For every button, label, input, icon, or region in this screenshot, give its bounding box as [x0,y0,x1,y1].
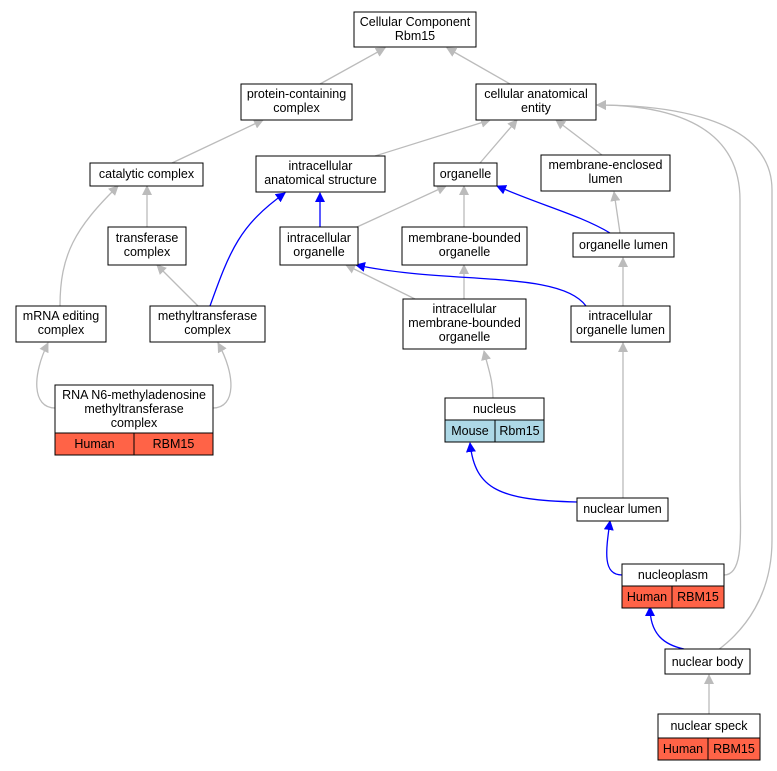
node-label: intracellular [289,159,353,173]
edge-organelle-lumen-to-membrane-lumen [610,191,621,234]
edges [36,47,773,714]
node-label: intracellular [287,231,351,245]
node-nuclear-speck[interactable]: nuclear speck Human RBM15 [657,713,761,761]
edge-organelle-to-entity [479,119,518,164]
edge-mrna-editing-to-catalytic [59,185,119,307]
node-label: cellular anatomical [484,87,588,101]
node-label: entity [521,101,552,115]
node-organelle-lumen[interactable]: organelle lumen [572,232,675,258]
node-label: nuclear lumen [583,502,662,516]
node-label: RNA N6-methyladenosine [62,388,206,402]
node-label: mRNA editing [23,309,99,323]
node-label: Rbm15 [395,29,435,43]
species-label: Human [74,437,114,451]
node-nucleus[interactable]: nucleus Mouse Rbm15 [444,397,545,443]
node-label: lumen [588,172,622,186]
node-label: nuclear speck [670,719,748,733]
edge-methyltransferase-to-structure [209,192,286,307]
gene-cell [707,737,761,761]
node-label: organelle [440,167,491,181]
edge-rna-n6-to-mrna-editing [36,342,56,409]
gene-label: Rbm15 [499,424,539,438]
node-label: transferase [116,231,179,245]
node-label: organelle [439,330,490,344]
node-label: intracellular [433,302,497,316]
edge-iol-to-intracellular-organelle [355,261,587,307]
node-catalytic-complex[interactable]: catalytic complex [89,162,204,187]
node-label: membrane-enclosed [549,158,663,172]
edge-membrane-lumen-to-entity [555,119,603,156]
node-label: anatomical structure [264,173,377,187]
node-intracellular-membrane-bounded-organelle[interactable]: intracellular membrane-bounded organelle [402,298,527,350]
gene-cell [671,585,725,609]
edge-organelle-lumen-to-organelle [496,185,611,234]
node-label: organelle lumen [576,323,665,337]
node-label: organelle [439,245,490,259]
edge-imbo-to-intracellular-organelle [345,264,416,300]
node-label: catalytic complex [99,167,195,181]
node-nuclear-lumen[interactable]: nuclear lumen [576,497,669,522]
gene-cell [494,419,545,443]
gene-cell [133,432,214,456]
node-label: membrane-bounded [408,316,521,330]
node-label: membrane-bounded [408,231,521,245]
edge-anatomical-entity-to-root [446,47,511,85]
edge-intracellular-structure-to-entity [374,117,491,157]
edge-nuclear-lumen-to-nucleus [465,442,578,503]
node-label: intracellular [589,309,653,323]
node-label: nucleoplasm [638,568,708,582]
node-organelle[interactable]: organelle [433,162,498,187]
species-label: Human [627,590,667,604]
gene-label: RBM15 [677,590,719,604]
node-intracellular-organelle-lumen[interactable]: intracellular organelle lumen [570,305,671,343]
edge-methyltransferase-to-transferase [156,264,199,307]
edge-nucleoplasm-to-nuclear-lumen [603,520,623,576]
node-label: complex [124,245,171,259]
edge-nuclear-body-to-nucleoplasm [645,606,685,650]
node-label: methyltransferase [158,309,257,323]
node-label: nucleus [473,402,516,416]
node-label: complex [273,101,320,115]
species-label: Human [663,742,703,756]
nodes: Cellular Component Rbm15 protein-contain… [15,11,761,761]
node-intracellular-anatomical-structure[interactable]: intracellular anatomical structure [255,155,386,193]
node-protein-containing-complex[interactable]: protein-containing complex [240,83,353,121]
node-nucleoplasm[interactable]: nucleoplasm Human RBM15 [621,563,725,609]
node-label: complex [38,323,85,337]
node-cellular-component-rbm15[interactable]: Cellular Component Rbm15 [353,11,477,48]
species-label: Mouse [451,424,489,438]
edge-rna-n6-to-methyltransferase [212,342,232,409]
node-intracellular-organelle[interactable]: intracellular organelle [279,226,359,266]
edge-nuclear-body-to-entity [596,100,773,651]
node-label: protein-containing [247,87,346,101]
node-label: nuclear body [672,655,744,669]
edge-catalytic-to-protein-complex [171,119,264,164]
node-cellular-anatomical-entity[interactable]: cellular anatomical entity [475,83,597,121]
gene-label: RBM15 [713,742,755,756]
node-label: complex [111,416,158,430]
node-rna-n6-methyladenosine-methyltransferase-complex[interactable]: RNA N6-methyladenosine methyltransferase… [54,384,214,456]
node-methyltransferase-complex[interactable]: methyltransferase complex [149,305,266,343]
edge-protein-complex-to-root [319,47,386,85]
edge-intracellular-organelle-to-organelle [356,185,447,228]
node-label: Cellular Component [360,15,471,29]
node-label: organelle [293,245,344,259]
node-transferase-complex[interactable]: transferase complex [107,226,187,266]
node-membrane-bounded-organelle[interactable]: membrane-bounded organelle [401,226,528,266]
node-label: complex [184,323,231,337]
node-mrna-editing-complex[interactable]: mRNA editing complex [15,305,107,343]
node-nuclear-body[interactable]: nuclear body [664,648,751,675]
node-label: methyltransferase [84,402,183,416]
edge-nucleoplasm-to-entity [596,100,742,576]
gene-label: RBM15 [153,437,195,451]
edge-nucleus-to-imbo [481,350,494,399]
node-label: organelle lumen [579,238,668,252]
node-membrane-enclosed-lumen[interactable]: membrane-enclosed lumen [540,154,671,192]
